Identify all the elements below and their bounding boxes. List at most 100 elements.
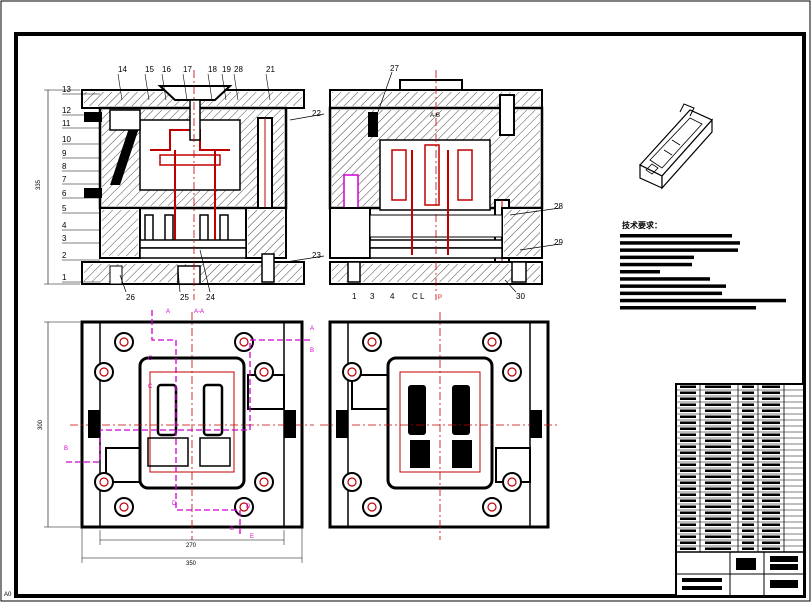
- bolt-hole: [362, 332, 382, 352]
- bolt-hole: [362, 497, 382, 517]
- bom-row: [680, 415, 696, 418]
- section-mark-3: B: [64, 446, 68, 452]
- bolt-hole: [234, 332, 254, 352]
- bolt-hole: [114, 497, 134, 517]
- callout-left-8: 8: [62, 162, 67, 171]
- bom-row: [680, 409, 696, 412]
- title-block: [675, 383, 805, 597]
- bolt-hole: [342, 472, 362, 492]
- callout-left-6: 6: [62, 189, 67, 198]
- callout-26: 26: [126, 293, 135, 302]
- section-mark-5: C: [148, 384, 153, 390]
- callout-24: 24: [206, 293, 215, 302]
- tech-requirement-line: [620, 255, 694, 260]
- callout-left-10: 10: [62, 135, 71, 144]
- callout-23: 23: [312, 251, 321, 260]
- callout-left-12: 12: [62, 106, 71, 115]
- callout-27: 27: [390, 64, 399, 73]
- bolt-hole: [94, 362, 114, 382]
- tech-requirement-line: [620, 277, 710, 281]
- callout-bottom-right-1: 3: [370, 292, 375, 301]
- tech-requirement-line: [620, 248, 738, 252]
- bom-row: [680, 493, 696, 496]
- bom-row: [680, 427, 696, 430]
- bom-row: [680, 469, 696, 472]
- part-isometric-view: [639, 103, 713, 190]
- bolt-hole: [342, 362, 362, 382]
- bolt-hole: [254, 472, 274, 492]
- sheet-size-mark: A0: [4, 592, 12, 598]
- tech-requirement-line: [620, 262, 692, 267]
- plan-view-right: [320, 312, 560, 540]
- dim-height-left-section: 335: [36, 179, 42, 190]
- tech-requirements: 技术要求：: [620, 220, 786, 310]
- tech-requirements-title: 技术要求：: [622, 220, 662, 230]
- tech-requirement-line: [620, 298, 786, 303]
- callout-22: 22: [312, 109, 321, 118]
- dim-width-outer: 350: [186, 561, 197, 567]
- bom-row: [680, 457, 696, 460]
- callout-25: 25: [180, 293, 189, 302]
- callout-30: 30: [516, 292, 525, 301]
- bom-row: [680, 439, 696, 442]
- bom-row: [680, 499, 696, 502]
- callout-bottom-right-0: 1: [352, 292, 357, 301]
- bom-row: [680, 541, 696, 544]
- bom-row: [680, 403, 696, 406]
- bom-row: [680, 421, 696, 424]
- dim-width-inner: 270: [186, 543, 197, 549]
- callout-top-21: 21: [266, 65, 275, 74]
- section-mark-0: A: [166, 309, 170, 315]
- callout-bottom-right-5: P: [438, 295, 442, 301]
- bolt-hole: [254, 362, 274, 382]
- bolt-hole: [502, 472, 522, 492]
- bom-row: [680, 529, 696, 532]
- section-label-ab: A-B: [430, 113, 440, 119]
- plan-center-label: A-A: [194, 309, 204, 315]
- bolt-hole: [502, 362, 522, 382]
- callout-bottom-right-3: C: [412, 292, 418, 301]
- section-mark-2: B: [310, 348, 314, 354]
- bolt-hole: [94, 472, 114, 492]
- callout-left-3: 3: [62, 234, 67, 243]
- callout-29: 29: [554, 238, 563, 247]
- tech-requirement-line: [620, 234, 732, 238]
- callout-left-13: 13: [62, 85, 71, 94]
- bom-row: [680, 475, 696, 478]
- callout-top-16: 16: [162, 65, 171, 74]
- section-mark-8: E: [250, 534, 254, 540]
- tech-requirement-line: [620, 291, 722, 296]
- section-mark-7: D: [246, 504, 251, 510]
- callout-top-18: 18: [208, 65, 217, 74]
- bom-row: [680, 523, 696, 526]
- bolt-hole: [114, 332, 134, 352]
- tech-requirement-line: [620, 241, 740, 245]
- section-mark-1: A: [310, 326, 314, 332]
- callout-top-19: 19: [222, 65, 231, 74]
- bom-row: [680, 463, 696, 466]
- bolt-hole: [482, 497, 502, 517]
- tech-requirement-line: [620, 270, 660, 274]
- bom-row: [680, 481, 696, 484]
- bom-row: [680, 547, 696, 550]
- callout-left-11: 11: [62, 119, 71, 128]
- callout-left-5: 5: [62, 204, 67, 213]
- callout-top-15: 15: [145, 65, 154, 74]
- callout-left-9: 9: [62, 149, 67, 158]
- bom-row: [680, 535, 696, 538]
- tech-requirement-line: [620, 284, 726, 288]
- bom-row: [680, 397, 696, 400]
- callout-top-28: 28: [234, 65, 243, 74]
- callout-top-14: 14: [118, 65, 127, 74]
- callout-left-1: 1: [62, 273, 67, 282]
- tech-requirement-line: [620, 306, 756, 310]
- bolt-hole: [482, 332, 502, 352]
- bom-row: [680, 433, 696, 436]
- callout-left-4: 4: [62, 221, 67, 230]
